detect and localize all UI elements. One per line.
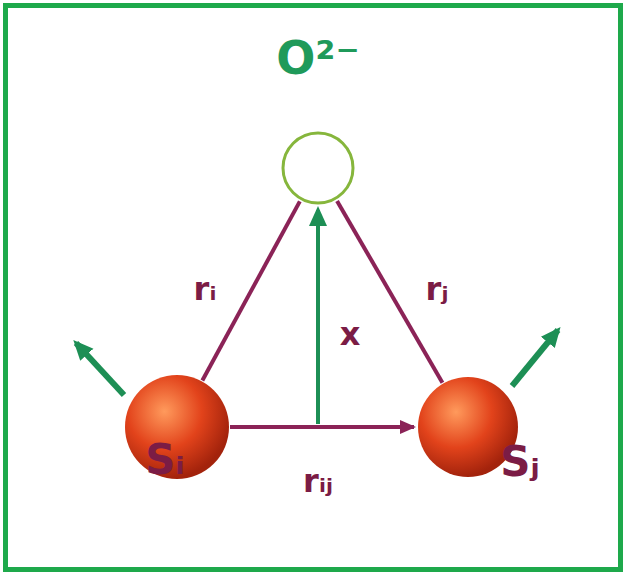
ion-outline (283, 133, 353, 203)
distance-line (202, 201, 299, 380)
spin-arrow (76, 343, 124, 395)
distance-label: rⱼ (426, 272, 449, 307)
distance-line (230, 425, 414, 429)
spin-label: Sᵢ (105, 437, 225, 483)
distance-label: rᵢⱼ (303, 464, 333, 499)
oxygen-ion: O²⁻ (281, 131, 355, 205)
spin-site: Sⱼ (418, 377, 518, 477)
distance-label: rᵢ (194, 272, 217, 307)
spin-site: Sᵢ (125, 375, 229, 479)
spin-arrow (512, 330, 558, 386)
ion-circle (281, 131, 355, 205)
vector-label: x (340, 317, 361, 352)
displacement-arrow (316, 210, 320, 424)
ion-label: O²⁻ (218, 33, 418, 84)
spin-label: Sⱼ (460, 439, 580, 485)
